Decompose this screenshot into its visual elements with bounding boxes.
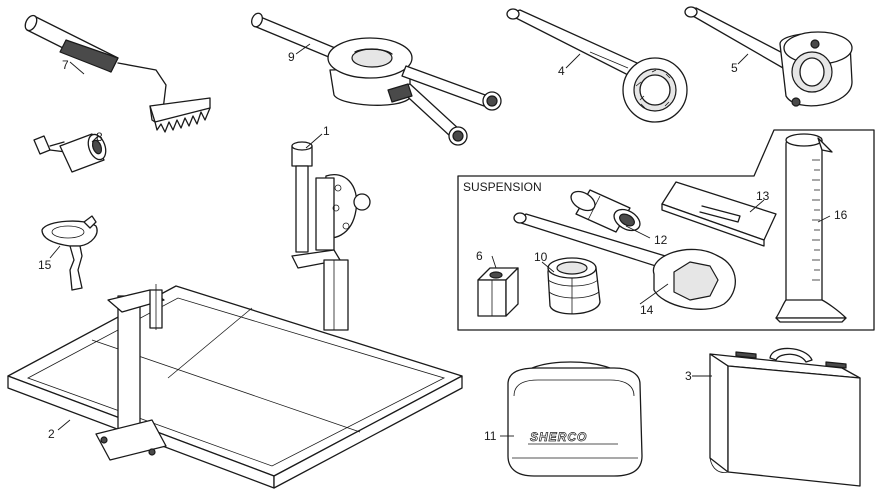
tool-7-rake-handle — [24, 14, 211, 133]
tool-14-c-spanner — [513, 212, 736, 310]
tool-1-stand — [291, 141, 371, 331]
callout-6: 6 — [476, 249, 483, 263]
callout-11: 11 — [484, 429, 497, 443]
bag-brand-logo: SHERCO — [530, 430, 587, 444]
tool-9-holder — [251, 12, 502, 146]
callout-10: 10 — [534, 250, 548, 264]
tool-11-bag: SHERCO — [507, 361, 643, 477]
callout-8: 8 — [96, 130, 103, 144]
callout-1: 1 — [323, 124, 330, 138]
leader-lines — [49, 43, 831, 437]
callout-4: 4 — [558, 64, 565, 78]
tool-15-clip — [41, 215, 98, 291]
callout-16: 16 — [834, 208, 848, 222]
callout-2: 2 — [48, 427, 55, 441]
callout-5: 5 — [731, 61, 738, 75]
tool-6-block — [477, 267, 519, 317]
section-label-suspension: SUSPENSION — [463, 180, 542, 194]
callout-12: 12 — [654, 233, 668, 247]
callout-13: 13 — [756, 189, 770, 203]
tool-5-pin-spanner — [684, 6, 853, 107]
callout-9: 9 — [288, 50, 295, 64]
callout-15: 15 — [38, 258, 52, 272]
tool-4-pin-wrench — [506, 8, 688, 123]
tool-16-measuring-cylinder — [775, 133, 847, 323]
tool-3-case — [709, 347, 861, 487]
tool-2-tray — [7, 284, 463, 489]
callout-14: 14 — [640, 303, 654, 317]
tool-10-bushing — [547, 257, 601, 315]
callout-3: 3 — [685, 369, 692, 383]
tool-13-plate — [661, 181, 777, 247]
callout-7: 7 — [62, 58, 69, 72]
suspension-group: SUSPENSION — [457, 129, 875, 331]
callouts: 7 8 15 9 4 5 1 2 3 6 10 11 12 13 14 16 — [38, 50, 848, 443]
tool-12-sleeve — [570, 189, 641, 233]
